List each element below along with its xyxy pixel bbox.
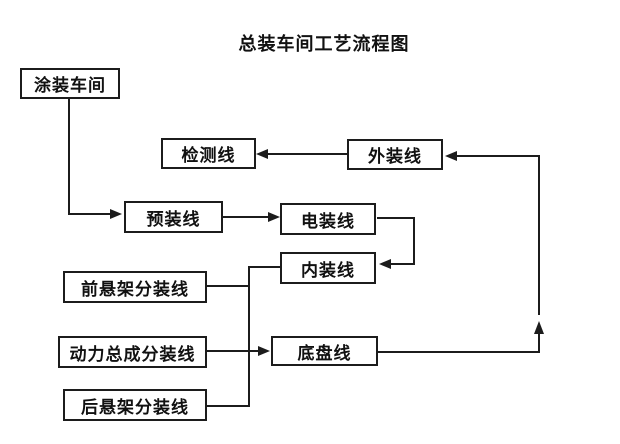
connector-rear-suspension-out — [207, 405, 250, 407]
connector-junction-trunk — [248, 266, 250, 407]
connector-exterior-inspection — [268, 153, 347, 155]
node-interior-line-label: 内装线 — [301, 260, 355, 280]
node-front-suspension-line-label: 前悬架分装线 — [81, 279, 189, 299]
page-title: 总装车间工艺流程图 — [238, 34, 410, 54]
connector-powertrain-chassis — [207, 350, 258, 352]
connector-into-interior — [391, 263, 415, 265]
arrowhead-into-exterior — [445, 151, 457, 161]
node-paint-shop: 涂装车间 — [20, 68, 120, 99]
connector-electrical-out — [377, 217, 415, 219]
node-powertrain-line: 动力总成分装线 — [58, 336, 207, 368]
node-electrical-line: 电装线 — [280, 203, 376, 235]
node-exterior-line-label: 外装线 — [368, 147, 422, 166]
node-inspection-line-label: 检测线 — [181, 146, 236, 165]
connector-paintshop-down — [68, 99, 70, 215]
arrowhead-into-chassis — [258, 346, 270, 356]
node-exterior-line: 外装线 — [347, 139, 443, 170]
connector-into-exterior — [457, 155, 540, 157]
connector-preassembly-electrical — [223, 216, 268, 218]
node-rear-suspension-line: 后悬架分装线 — [63, 389, 207, 421]
arrowhead-into-electrical — [268, 212, 280, 222]
node-chassis-line-label: 底盘线 — [297, 343, 352, 363]
node-inspection-line: 检测线 — [161, 138, 256, 169]
arrowhead-into-interior — [379, 259, 391, 269]
arrowhead-into-preassembly — [110, 209, 122, 219]
arrowhead-into-inspection — [256, 149, 268, 159]
node-interior-line: 内装线 — [280, 252, 376, 284]
connector-junction-to-interior — [248, 266, 280, 268]
node-rear-suspension-line-label: 后悬架分装线 — [81, 397, 189, 417]
connector-front-suspension-out — [207, 285, 250, 287]
connector-chassis-right — [378, 351, 540, 353]
connector-chassis-up-upper — [538, 155, 540, 315]
node-powertrain-line-label: 动力总成分装线 — [69, 344, 196, 364]
arrowhead-up-midline — [534, 321, 544, 334]
node-paint-shop-label: 涂装车间 — [34, 76, 106, 95]
node-preassembly-line: 预装线 — [124, 201, 223, 233]
node-chassis-line: 底盘线 — [271, 336, 378, 366]
connector-paintshop-right — [68, 213, 110, 215]
node-front-suspension-line: 前悬架分装线 — [63, 271, 207, 303]
connector-chassis-up-lower — [538, 334, 540, 352]
node-electrical-line-label: 电装线 — [301, 211, 355, 231]
node-preassembly-line-label: 预装线 — [146, 209, 201, 229]
connector-electrical-down — [413, 217, 415, 265]
